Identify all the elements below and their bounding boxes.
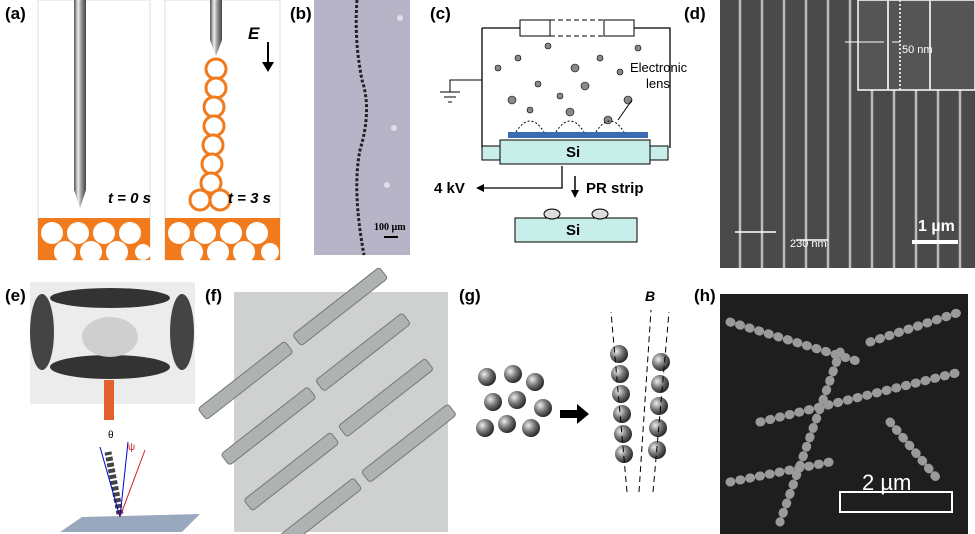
substrate-plate bbox=[60, 514, 200, 532]
angle-label-psi: ψ bbox=[128, 442, 136, 453]
particle-chain-line bbox=[354, 0, 369, 256]
panel-d: (d) 50 nm 230 nm 1 µm bbox=[680, 0, 975, 270]
substrate-label: Si bbox=[566, 144, 581, 161]
particle-chains bbox=[725, 307, 965, 527]
lens-label-1: Electronic bbox=[630, 60, 688, 75]
panel-b-micrograph bbox=[314, 0, 410, 256]
ground-symbol bbox=[440, 79, 482, 103]
panel-g: (g) B bbox=[455, 282, 685, 534]
ions bbox=[494, 42, 642, 125]
time-label-right: t = 3 s bbox=[228, 190, 271, 207]
scale-bar-h bbox=[839, 491, 953, 513]
panel-label-g: (g) bbox=[459, 286, 481, 305]
time-label-left: t = 0 s bbox=[108, 190, 151, 207]
dispersed-particles bbox=[476, 365, 552, 437]
lens-field-lines bbox=[515, 120, 625, 133]
chain-right bbox=[648, 353, 670, 459]
scale-bar-d bbox=[912, 240, 958, 244]
panel-g-schematic bbox=[476, 309, 670, 493]
bed-particles-right bbox=[168, 222, 279, 263]
panel-h-sem bbox=[720, 294, 968, 534]
photoresist bbox=[508, 132, 648, 138]
panel-label-e: (e) bbox=[5, 286, 26, 305]
step-label: PR strip bbox=[586, 180, 644, 197]
panel-e-setup bbox=[30, 282, 200, 532]
field-label-e: E bbox=[248, 24, 260, 43]
panel-e: (e) θ ψ bbox=[0, 282, 200, 534]
panel-f-micrograph bbox=[198, 267, 456, 534]
panel-label-d: (d) bbox=[684, 4, 706, 23]
field-lines bbox=[610, 309, 670, 493]
panel-c-schematic bbox=[440, 19, 671, 243]
angle-label-theta: θ bbox=[108, 430, 114, 441]
panel-label-h: (h) bbox=[694, 286, 716, 305]
frame-left bbox=[37, 0, 151, 261]
panel-a: (a) E t = 0 s t = 3 s bbox=[0, 0, 300, 263]
inset bbox=[857, 0, 975, 91]
bed-particles-left bbox=[41, 222, 151, 263]
resistor-left bbox=[519, 19, 551, 37]
needle-right bbox=[210, 0, 222, 56]
scale-label-d: 1 µm bbox=[918, 218, 955, 235]
panel-c: (c) Electronic lens Si Si 4 kV PR strip bbox=[420, 0, 690, 260]
gap-label: 230 nm bbox=[790, 238, 827, 250]
particle-chain bbox=[188, 57, 232, 212]
scale-bar-b bbox=[384, 236, 398, 238]
panel-a-drawing bbox=[37, 0, 281, 263]
scale-label-b: 100 µm bbox=[374, 222, 406, 233]
panel-label-f: (f) bbox=[205, 286, 222, 305]
scale-label-h: 2 µm bbox=[862, 470, 912, 495]
panel-f: (f) bbox=[198, 267, 456, 534]
needle-left bbox=[74, 0, 86, 208]
panel-b: (b) 100 µm bbox=[282, 0, 412, 260]
panel-label-b: (b) bbox=[290, 4, 312, 23]
field-label-b: B bbox=[645, 288, 656, 304]
panel-h: (h) 2 µm bbox=[690, 282, 975, 534]
resistor-right bbox=[603, 19, 635, 37]
transform-arrow bbox=[560, 404, 589, 424]
substrate-after-label: Si bbox=[566, 222, 581, 239]
panel-label-a: (a) bbox=[5, 4, 26, 23]
substrate bbox=[499, 139, 651, 165]
panel-label-c: (c) bbox=[430, 4, 451, 23]
panel-d-sem bbox=[720, 0, 975, 268]
lens-label-2: lens bbox=[646, 76, 670, 91]
chain-left bbox=[610, 345, 633, 463]
voltage-label: 4 kV bbox=[434, 180, 465, 197]
trenches bbox=[198, 267, 456, 534]
inset-scale-label: 50 nm bbox=[902, 44, 933, 56]
substrate-after bbox=[514, 217, 638, 243]
sample-rod bbox=[104, 380, 114, 420]
